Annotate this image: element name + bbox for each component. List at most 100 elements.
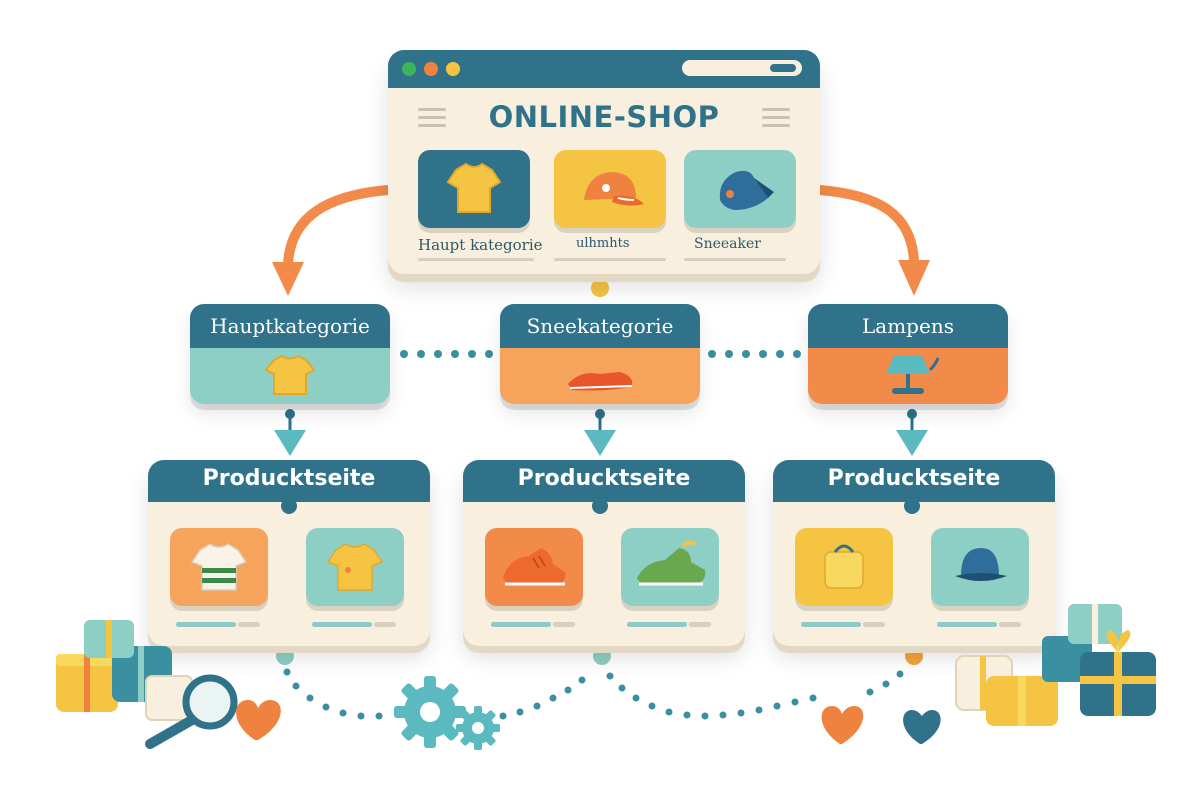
arrow-right-head bbox=[898, 260, 930, 296]
arrow-left bbox=[283, 185, 393, 270]
menu-line bbox=[418, 116, 446, 119]
magnifier-icon bbox=[145, 674, 238, 749]
gift-box-icon bbox=[1042, 636, 1092, 682]
product-price-bar-end bbox=[374, 622, 396, 627]
gift-box-icon bbox=[56, 654, 118, 712]
product-price-bar-end bbox=[863, 622, 885, 627]
tshirt-icon bbox=[446, 162, 502, 213]
gear-icon bbox=[394, 676, 466, 748]
tshirt-icon bbox=[326, 543, 384, 591]
gift-box-icon bbox=[986, 676, 1058, 726]
menu-line bbox=[762, 108, 790, 111]
down-arrow-1 bbox=[274, 409, 306, 456]
category-body bbox=[808, 348, 1008, 404]
sneaker-icon bbox=[568, 372, 633, 391]
gift-box-icon bbox=[1080, 630, 1156, 716]
category-title: Hauptkategorie bbox=[210, 314, 370, 338]
category-card-lampens[interactable]: Lampens bbox=[808, 304, 1008, 404]
product-page-header bbox=[773, 460, 1055, 502]
menu-line bbox=[762, 124, 790, 127]
connector-dot bbox=[592, 498, 608, 514]
menu-line bbox=[418, 108, 446, 111]
category-body bbox=[500, 348, 700, 404]
lamp-icon bbox=[886, 356, 940, 394]
product-price-bar-end bbox=[553, 622, 575, 627]
heart-icon bbox=[236, 700, 281, 740]
product-page-header bbox=[148, 460, 430, 502]
browser-tile-sneaker[interactable] bbox=[684, 150, 796, 228]
category-header bbox=[190, 304, 390, 348]
striped-shirt-icon bbox=[190, 543, 248, 591]
product-page-card-1[interactable]: Producktseite bbox=[148, 460, 430, 646]
category-title: Sneekategorie bbox=[526, 314, 674, 338]
address-bar-knob bbox=[770, 64, 796, 72]
heart-icon bbox=[821, 706, 864, 744]
tile-underline bbox=[684, 258, 786, 261]
product-tile[interactable] bbox=[931, 528, 1029, 606]
sneaker-icon bbox=[719, 170, 774, 210]
product-price-bar-end bbox=[689, 622, 711, 627]
down-arrow-3 bbox=[896, 409, 928, 456]
product-page-card-3[interactable]: Producktseite bbox=[773, 460, 1055, 646]
window-dot-orange bbox=[424, 62, 438, 76]
menu-line bbox=[418, 124, 446, 127]
tile-underline bbox=[554, 258, 666, 261]
product-price-bar-end bbox=[238, 622, 260, 627]
product-price-bar bbox=[627, 622, 687, 627]
product-tile[interactable] bbox=[485, 528, 583, 606]
product-tile[interactable] bbox=[306, 528, 404, 606]
sneaker-icon bbox=[637, 540, 706, 586]
tshirt-icon bbox=[264, 354, 316, 395]
dotted-connector-left bbox=[400, 350, 493, 358]
category-header bbox=[500, 304, 700, 348]
node-1 bbox=[276, 647, 294, 665]
product-page-title: Producktseite bbox=[827, 466, 1001, 491]
product-price-bar bbox=[937, 622, 997, 627]
heart-icon bbox=[903, 710, 941, 744]
product-price-bar bbox=[801, 622, 861, 627]
product-page-title: Producktseite bbox=[202, 466, 376, 491]
online-shop-window: ONLINE-SHOP Haupt kategorie bbox=[388, 50, 820, 274]
node-3 bbox=[905, 647, 923, 665]
connector-dot bbox=[281, 498, 297, 514]
product-tile[interactable] bbox=[795, 528, 893, 606]
node-2 bbox=[593, 647, 611, 665]
tile-underline bbox=[418, 258, 534, 261]
dotted-path-bottom bbox=[283, 668, 904, 720]
tile-label: ulhmhts bbox=[576, 236, 630, 251]
arrow-right bbox=[815, 185, 919, 267]
product-price-bar bbox=[176, 622, 236, 627]
product-price-bar bbox=[491, 622, 551, 627]
gear-icon bbox=[456, 706, 500, 750]
product-price-bar-end bbox=[999, 622, 1021, 627]
connector-dot bbox=[904, 498, 920, 514]
window-dot-yellow bbox=[446, 62, 460, 76]
shop-title: ONLINE-SHOP bbox=[488, 100, 720, 134]
arrow-left-head bbox=[272, 262, 304, 296]
category-card-sneekategorie[interactable]: Sneekategorie bbox=[500, 304, 700, 404]
product-page-header bbox=[463, 460, 745, 502]
menu-line bbox=[762, 116, 790, 119]
category-card-hauptkategorie[interactable]: Hauptkategorie bbox=[190, 304, 390, 404]
connector-dot-yellow bbox=[591, 279, 609, 297]
product-tile[interactable] bbox=[170, 528, 268, 606]
tile-label: Haupt kategorie bbox=[418, 236, 543, 254]
browser-tile-shirt[interactable] bbox=[418, 150, 530, 228]
product-tile[interactable] bbox=[621, 528, 719, 606]
cap-icon bbox=[584, 172, 644, 206]
gift-box-icon bbox=[84, 620, 134, 658]
window-dot-green bbox=[402, 62, 416, 76]
bag-icon bbox=[824, 544, 864, 589]
browser-tile-cap[interactable] bbox=[554, 150, 666, 228]
category-header bbox=[808, 304, 1008, 348]
category-body bbox=[190, 348, 390, 404]
sneaker-icon bbox=[503, 548, 566, 586]
dotted-connector-right bbox=[708, 350, 801, 358]
product-page-card-2[interactable]: Producktseite bbox=[463, 460, 745, 646]
hat-icon bbox=[955, 548, 1007, 581]
tile-label: Sneeaker bbox=[694, 236, 761, 252]
product-page-title: Producktseite bbox=[517, 466, 691, 491]
